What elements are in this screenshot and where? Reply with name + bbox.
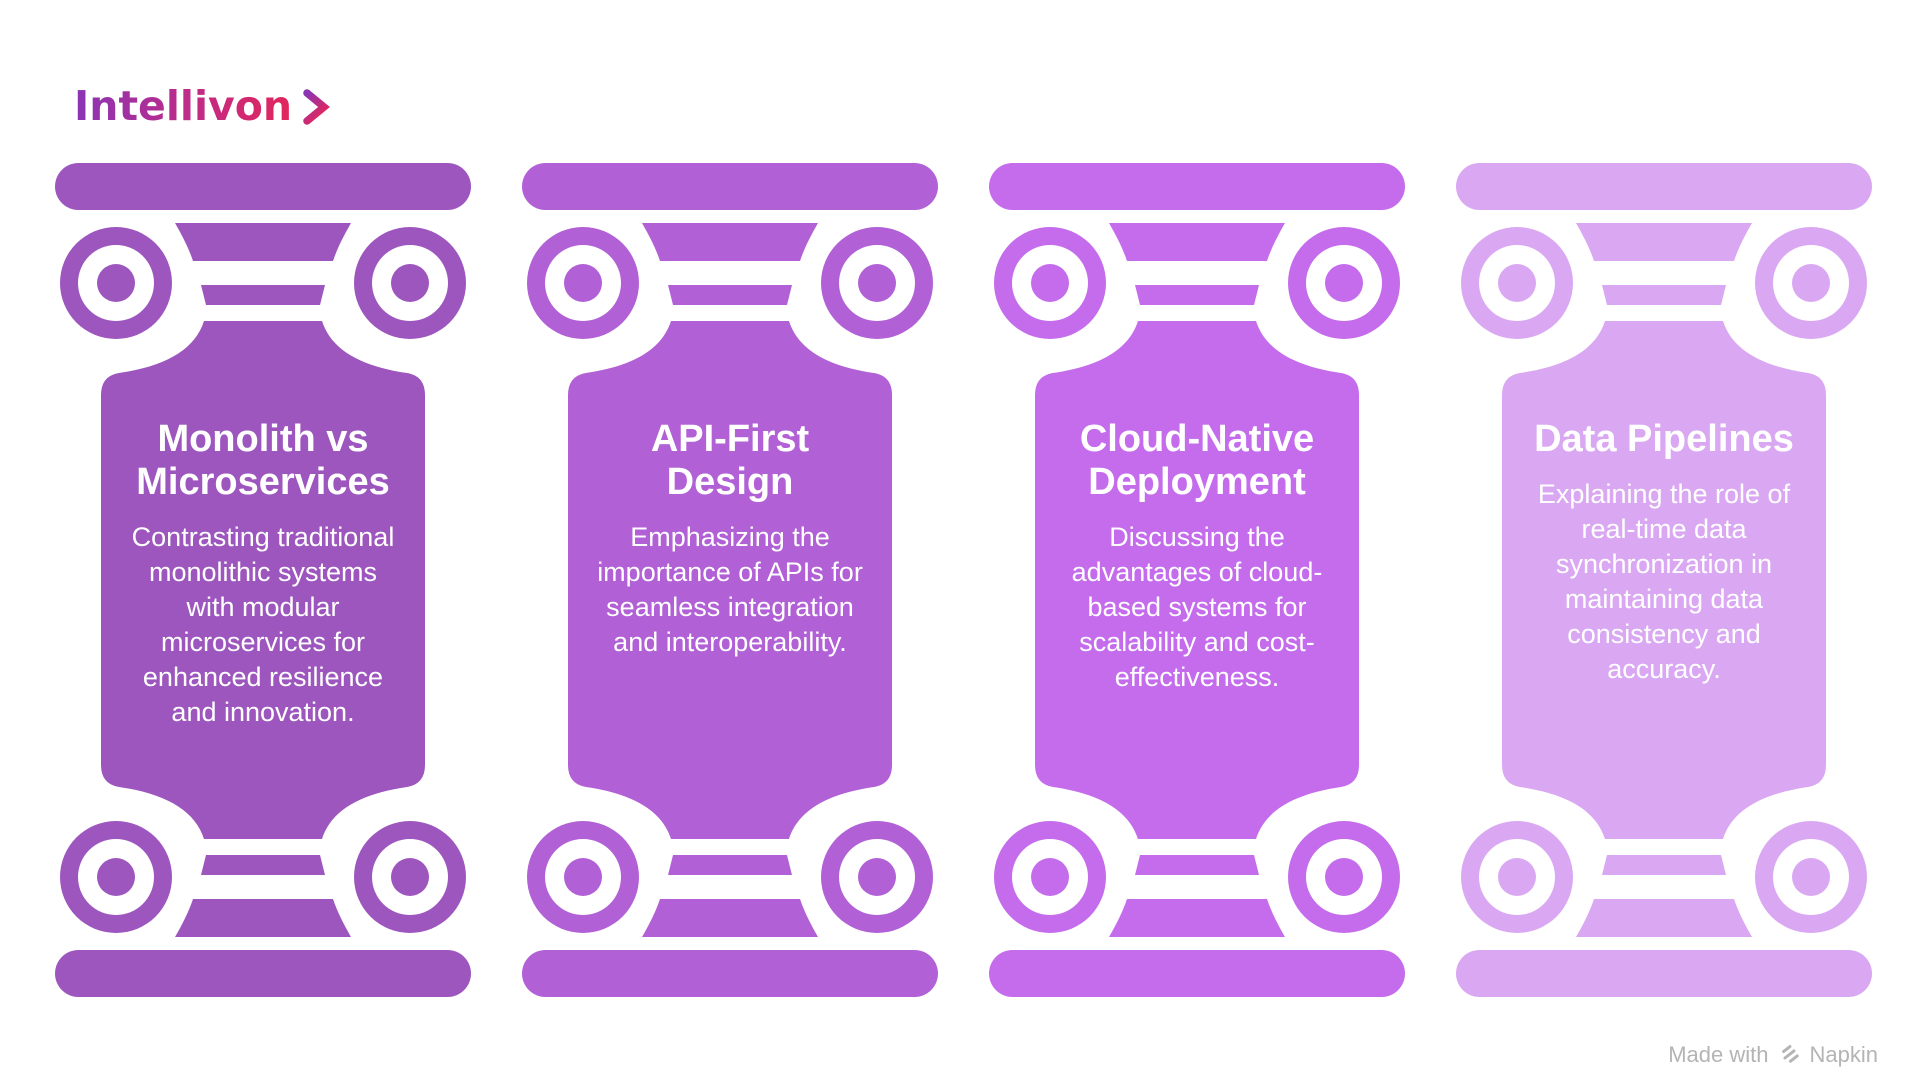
logo-text: Intellivon bbox=[74, 82, 293, 130]
pillar-title: Data Pipelines bbox=[1534, 418, 1794, 460]
logo-chevron-icon bbox=[303, 88, 330, 125]
napkin-brand-text: Napkin bbox=[1809, 1041, 1878, 1067]
pillar-description: Emphasizing the importance of APIs for s… bbox=[597, 522, 863, 657]
pillar-description: Explaining the role of real-time data sy… bbox=[1537, 479, 1791, 684]
made-with-text: Made with bbox=[1668, 1041, 1769, 1067]
pillar-text-block: Monolith vs Microservices Contrasting tr… bbox=[101, 374, 425, 786]
pillar-description: Discussing the advantages of cloud-based… bbox=[1071, 522, 1323, 692]
pillar-text-block: API-First Design Emphasizing the importa… bbox=[568, 374, 892, 786]
pillar-text-block: Cloud-Native Deployment Discussing the a… bbox=[1035, 374, 1359, 786]
napkin-credit: Made with Napkin bbox=[1668, 1043, 1878, 1066]
pillar-column-api-first: API-First Design Emphasizing the importa… bbox=[522, 163, 938, 997]
pillar-column-cloud-native: Cloud-Native Deployment Discussing the a… bbox=[989, 163, 1405, 997]
logo: Intellivon bbox=[74, 86, 332, 127]
pillar-title: Cloud-Native Deployment bbox=[1079, 418, 1315, 503]
pillar-title: Monolith vs Microservices bbox=[136, 418, 390, 503]
pillar-column-monolith: Monolith vs Microservices Contrasting tr… bbox=[55, 163, 471, 997]
pillar-columns-row: Monolith vs Microservices Contrasting tr… bbox=[55, 163, 1872, 997]
pillar-title: API-First Design bbox=[650, 418, 810, 503]
pillar-description: Contrasting traditional monolithic syste… bbox=[131, 522, 395, 727]
napkin-logo-icon bbox=[1781, 1044, 1799, 1063]
pillar-column-data-pipelines: Data Pipelines Explaining the role of re… bbox=[1456, 163, 1872, 997]
pillar-text-block: Data Pipelines Explaining the role of re… bbox=[1502, 374, 1826, 786]
